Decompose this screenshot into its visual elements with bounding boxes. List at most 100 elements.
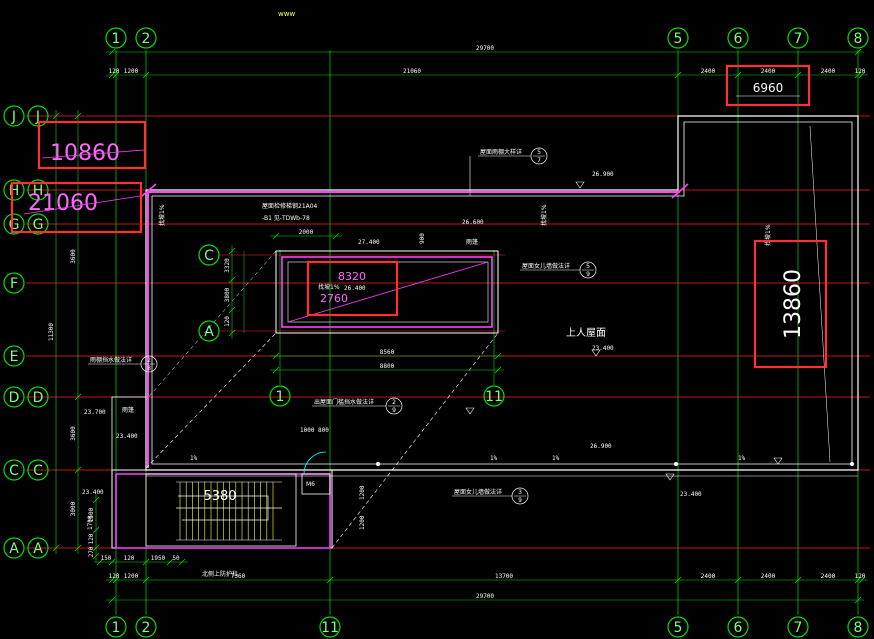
small-dim-5: 1700 (87, 515, 94, 530)
parapet-magenta (147, 191, 680, 468)
left-dim-row3-tick (92, 496, 100, 504)
bottom-dim-row1-tick (96, 558, 104, 566)
top-dim-row2-tick (674, 71, 682, 79)
top-dim-row2-text: 120 (109, 68, 120, 75)
grid-bubble-bottom-1-label: 1 (112, 620, 121, 636)
highlight-box-6960 (725, 64, 811, 107)
grid-bubble-left-inner-H-circle (27, 179, 49, 201)
left-dim-row2-tick (74, 393, 82, 401)
left-dim-overall-tick (52, 112, 60, 120)
projection-line (145, 250, 277, 401)
room-slope: 找坡1% (318, 283, 340, 291)
grid-bubble-left-inner-G-label: G (33, 217, 44, 233)
grid-bubble-local-1-circle (269, 385, 291, 407)
top-dim-row2-tick (854, 71, 862, 79)
bottom-dim-row1-text: 50 (172, 555, 180, 562)
bottom-dim-row1-tick (166, 558, 174, 566)
grid-bubble-left-F-circle (3, 272, 25, 294)
highlight-21060: 21060 (28, 191, 98, 216)
note-roof-rain-text: 屋面雨棚大样详 (480, 148, 522, 156)
left-dim-row3-text: 1500 (88, 507, 95, 522)
grid-bubble-left-H-label: H (9, 183, 20, 199)
grid-bubble-left-J-circle (3, 105, 25, 127)
highlight-13860: 13860 (781, 269, 806, 339)
grid-bubble-left-E-circle (3, 345, 25, 367)
note-canopy-ref-top: 2 (147, 357, 151, 364)
bottom-dim-row2-text: 1200 (124, 573, 139, 580)
grid-bubble-bottom-6-circle (727, 616, 749, 638)
bottom-dim-row2-tick (794, 576, 802, 584)
roof-drain (850, 462, 854, 466)
elev-room-top: 26.600 (462, 219, 484, 226)
grid-bubble-left-inner-G-circle (27, 213, 49, 235)
small-dim-3: 1200 (359, 515, 366, 530)
highlight-8320: 8320 (338, 270, 366, 283)
roof-drain (674, 462, 678, 466)
grid-bubble-left-inner-C-circle (27, 459, 49, 481)
elev-d: 23.400 (82, 489, 104, 496)
roof-outline-outer (145, 115, 859, 471)
roof-slope-line (809, 125, 831, 463)
note-parapet-bottom-ref-top: 3 (518, 489, 522, 496)
grid-bubble-bottom-7-label: 7 (794, 620, 803, 636)
roof-drain (376, 462, 380, 466)
grid-bubble-local-11-label: 11 (485, 389, 503, 405)
projection-line (145, 332, 277, 469)
top-dim-row2-tick (794, 71, 802, 79)
grid-bubble-bottom-6-label: 6 (734, 620, 743, 636)
grid-bubble-left-inner-J-label: J (35, 109, 40, 125)
grid-bubble-left-J-label: J (11, 109, 16, 125)
grid-bubble-top-1-label: 1 (112, 31, 121, 47)
note-door-sill-ref-bottom: 9 (392, 407, 396, 414)
grid-bubble-top-5-circle (667, 27, 689, 49)
small-dim-1: 800 (318, 427, 329, 434)
bottom-dim-row2-tick (674, 576, 682, 584)
bottom-dim-row2-tick (112, 576, 120, 584)
grid-bubble-bottom-5-circle (667, 616, 689, 638)
elevation-marker (591, 349, 601, 357)
grid-bubble-left-A-circle (3, 537, 25, 559)
grid-bubble-local-A-circle (198, 320, 220, 342)
note-roof-hatch: 屋面检修梯钢21A04 (262, 202, 318, 210)
left-dim-row2-tick (74, 466, 82, 474)
elev-f: 23.400 (116, 433, 138, 440)
left-dim-row2-text: 3000 (70, 501, 77, 516)
left-dim-row3-text: 120 (88, 533, 95, 544)
highlight-21060-underline (23, 195, 141, 215)
top-dim-row2-text: 120 (855, 68, 866, 75)
stair-room-magenta (115, 473, 331, 549)
bottom-dim-row2-tick (142, 576, 150, 584)
top-dim-row2-tick (112, 71, 120, 79)
left-dim-row3-tick (92, 526, 100, 534)
grid-bubble-left-H-circle (3, 179, 25, 201)
bottom-dim-row2-text: 2400 (701, 573, 716, 580)
room-outer (275, 250, 499, 334)
bottom-dim-overall-tick (108, 596, 116, 604)
projection-line (331, 332, 499, 549)
grid-bubble-local-11-circle (483, 385, 505, 407)
room-diagonal (287, 261, 489, 323)
note-roof-rain-ref-top: 5 (537, 149, 541, 156)
room-dim-top-tick (272, 232, 280, 240)
room-dim-bottom-2-tick (272, 366, 280, 374)
left-dim-row3-tick (92, 544, 100, 552)
small-dim-2: 1200 (359, 485, 366, 500)
parapet-corner-mark-left (141, 183, 157, 197)
elev-a: 26.900 (592, 171, 614, 178)
note-roof-hatch-sub: -B1 见-TDWb-78 (262, 215, 310, 222)
bottom-dim-row2-text: 120 (855, 573, 866, 580)
room-dim-left-tick (228, 329, 236, 337)
note-parapet-top-text: 屋面女儿墙做法详 (522, 262, 570, 270)
top-dim-row2-text: 2400 (821, 68, 836, 75)
grid-bubble-local-C-label: C (204, 248, 214, 264)
top-dim-row2-text: 1200 (124, 68, 139, 75)
bottom-dim-row2-tick (108, 576, 116, 584)
highlight-2760: 2760 (320, 292, 348, 305)
scale-mark: www (278, 10, 295, 18)
grid-bubble-left-inner-C-label: C (33, 463, 43, 479)
room-dim-left-text: 120 (224, 316, 231, 327)
highlight-box-8320 (306, 260, 399, 317)
